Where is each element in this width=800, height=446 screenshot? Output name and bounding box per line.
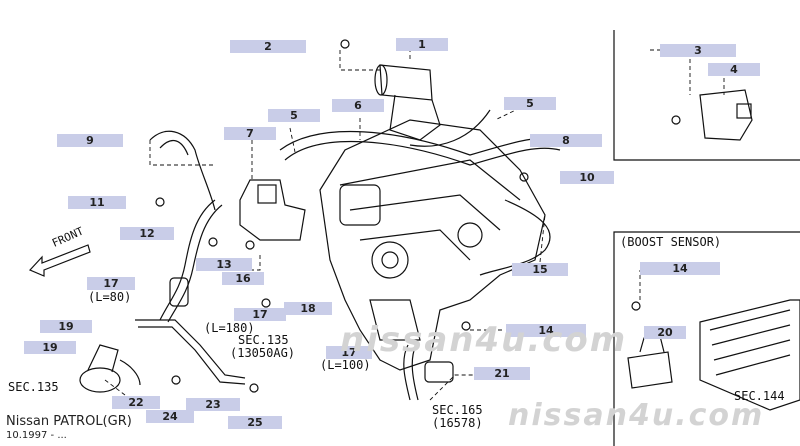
frame-boost-sensor (613, 231, 800, 446)
section-ref-165: SEC.165 (432, 403, 483, 417)
section-ref-135-part: (13050AG) (230, 346, 296, 360)
front-arrow-shape (28, 244, 91, 277)
boost-sensor-heading: (BOOST SENSOR) (620, 235, 722, 249)
frame-top-right (613, 30, 800, 161)
watermark-center: nissan4u.com (340, 320, 628, 360)
callout-4[interactable]: 4 (708, 63, 760, 76)
callout-6[interactable]: 6 (332, 99, 384, 112)
callout-5-right[interactable]: 5 (504, 97, 556, 110)
callout-12[interactable]: 12 (120, 227, 174, 240)
callout-3[interactable]: 3 (660, 44, 736, 57)
callout-11[interactable]: 11 (68, 196, 126, 209)
callout-25[interactable]: 25 (228, 416, 282, 429)
callout-21[interactable]: 21 (474, 367, 530, 380)
callout-22[interactable]: 22 (112, 396, 160, 409)
footer-date: 10.1997 - ... (6, 430, 67, 441)
section-ref-135: SEC.135 (238, 333, 289, 347)
callout-23[interactable]: 23 (186, 398, 240, 411)
callout-17-l100[interactable]: 17 (326, 346, 372, 359)
callout-9[interactable]: 9 (57, 134, 123, 147)
section-ref-144: SEC.144 (734, 389, 785, 403)
callout-16[interactable]: 16 (222, 272, 264, 285)
callout-14-top[interactable]: 14 (640, 262, 720, 275)
callout-19-bottom[interactable]: 19 (24, 341, 76, 354)
callout-17-l180[interactable]: 17 (234, 308, 286, 321)
length-note-80: (L=80) (88, 290, 132, 304)
callout-17-l80[interactable]: 17 (87, 277, 135, 290)
watermark-corner: nissan4u.com (508, 398, 765, 433)
section-ref-165-part: (16578) (432, 416, 483, 430)
callout-13[interactable]: 13 (196, 258, 252, 271)
callout-2[interactable]: 2 (230, 40, 306, 53)
footer-model: Nissan PATROL(GR) (6, 414, 132, 429)
length-note-180: (L=180) (204, 321, 255, 335)
callout-7[interactable]: 7 (224, 127, 276, 140)
callout-19-top[interactable]: 19 (40, 320, 92, 333)
callout-10[interactable]: 10 (560, 171, 614, 184)
callout-1[interactable]: 1 (396, 38, 448, 51)
callout-15[interactable]: 15 (512, 263, 568, 276)
engine-block (319, 119, 546, 371)
callout-14-mid[interactable]: 14 (506, 324, 586, 337)
callout-8[interactable]: 8 (530, 134, 602, 147)
callout-20[interactable]: 20 (644, 326, 686, 339)
length-note-100: (L=100) (320, 358, 371, 372)
callout-5-left[interactable]: 5 (268, 109, 320, 122)
callout-18[interactable]: 18 (284, 302, 332, 315)
section-ref-135-left: SEC.135 (8, 380, 59, 394)
callout-24[interactable]: 24 (146, 410, 194, 423)
